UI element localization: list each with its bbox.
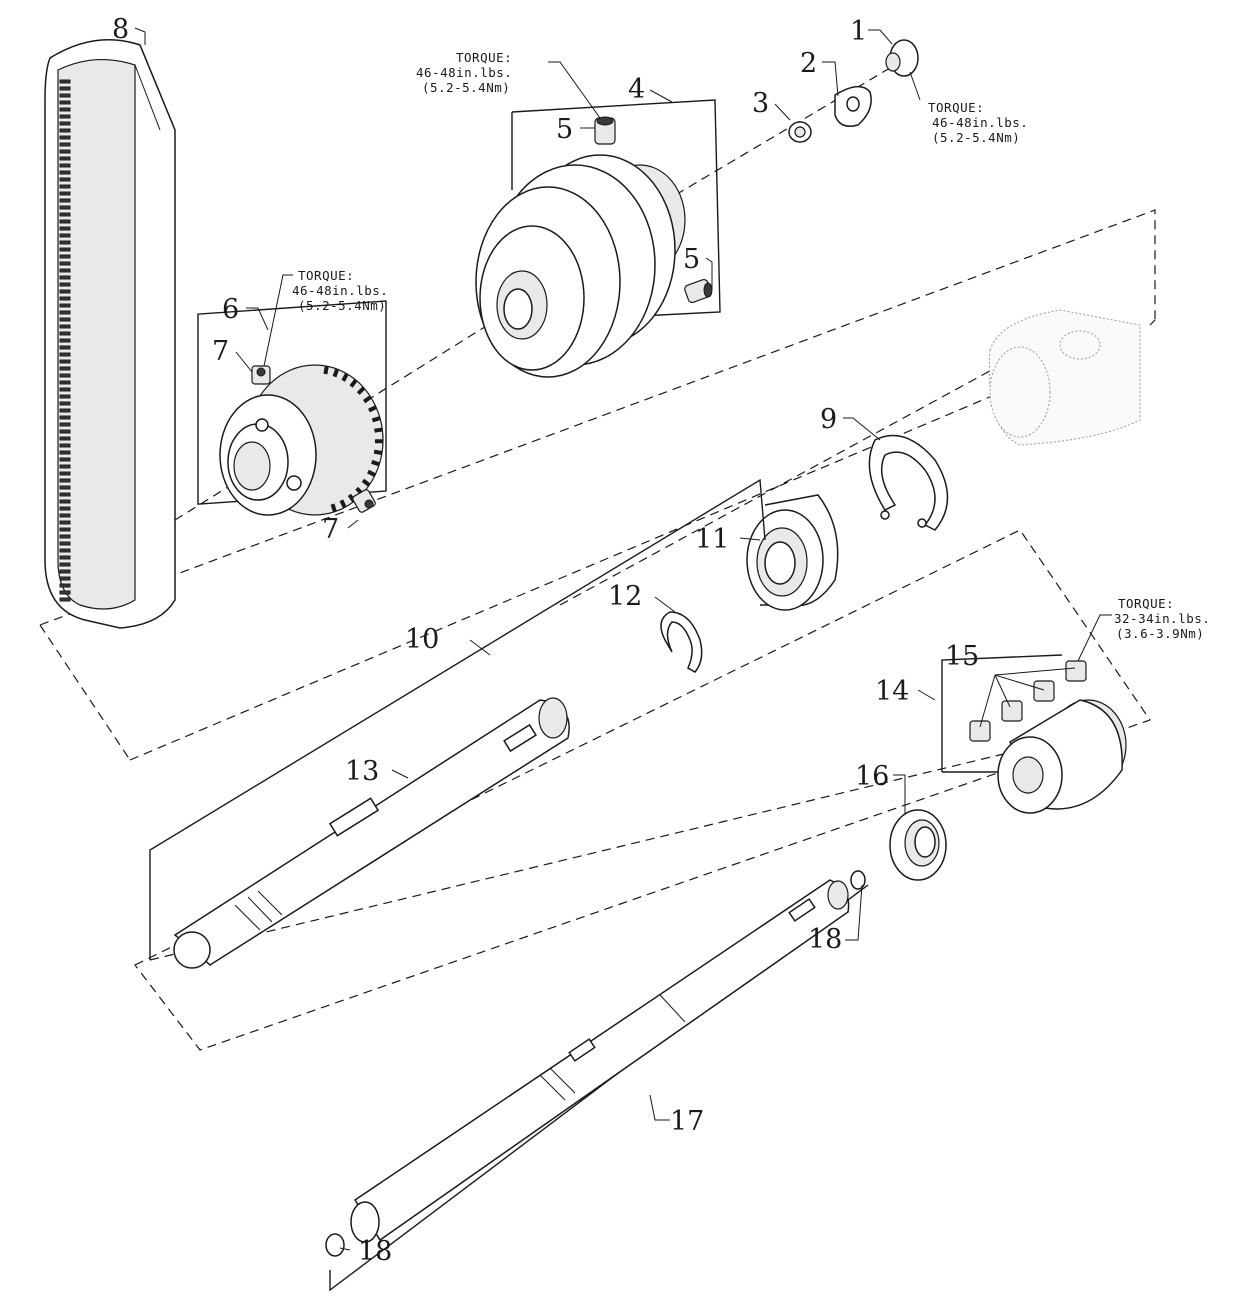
callout-4: 4 bbox=[628, 74, 645, 105]
callout-14: 14 bbox=[875, 676, 909, 707]
callout-9: 9 bbox=[820, 404, 837, 435]
torque-note-clutch: TORQUE: 46-48in.lbs. (5.2-5.4Nm) bbox=[416, 50, 512, 95]
callout-3: 3 bbox=[752, 88, 769, 119]
callout-7-top: 7 bbox=[212, 336, 229, 367]
svg-text:(3.6-3.9Nm): (3.6-3.9Nm) bbox=[1116, 626, 1204, 641]
torque-note-pulley: TORQUE: 46-48in.lbs. (5.2-5.4Nm) bbox=[292, 268, 388, 313]
svg-text:TORQUE:: TORQUE: bbox=[1118, 596, 1174, 611]
svg-text:TORQUE:: TORQUE: bbox=[298, 268, 354, 283]
callout-12: 12 bbox=[608, 581, 642, 612]
callout-1: 1 bbox=[850, 16, 867, 47]
svg-text:(5.2-5.4Nm): (5.2-5.4Nm) bbox=[298, 298, 386, 313]
callout-7-bottom: 7 bbox=[322, 514, 339, 545]
callout-18-upper: 18 bbox=[808, 924, 842, 955]
callout-5-top: 5 bbox=[556, 114, 573, 145]
callout-5-side: 5 bbox=[683, 244, 700, 275]
assembly-envelope-lower bbox=[134, 529, 1151, 1051]
svg-text:TORQUE:: TORQUE: bbox=[928, 100, 984, 115]
svg-text:TORQUE:: TORQUE: bbox=[456, 50, 512, 65]
callout-6: 6 bbox=[222, 294, 239, 325]
housing-ghost bbox=[988, 309, 1141, 446]
snap-ring-12 bbox=[660, 611, 703, 673]
retaining-hardware bbox=[788, 39, 919, 143]
assembly-envelope-upper bbox=[39, 209, 1156, 761]
shaft-17 bbox=[325, 870, 869, 1292]
collar-assembly bbox=[941, 654, 1127, 814]
svg-text:(5.2-5.4Nm): (5.2-5.4Nm) bbox=[932, 130, 1020, 145]
snap-ring-9 bbox=[868, 434, 949, 531]
svg-text:46-48in.lbs.: 46-48in.lbs. bbox=[292, 283, 388, 298]
callout-15: 15 bbox=[945, 641, 979, 672]
pulley-assembly bbox=[197, 300, 387, 516]
seal-16 bbox=[889, 809, 947, 881]
shaft-13 bbox=[149, 478, 766, 969]
callout-17: 17 bbox=[670, 1106, 704, 1137]
callout-2: 2 bbox=[800, 48, 817, 79]
svg-text:46-48in.lbs.: 46-48in.lbs. bbox=[932, 115, 1028, 130]
bearing-11 bbox=[746, 494, 839, 611]
callout-18-lower: 18 bbox=[358, 1236, 392, 1267]
callout-13: 13 bbox=[345, 756, 379, 787]
torque-note-collar: TORQUE: 32-34in.lbs. (3.6-3.9Nm) bbox=[1114, 596, 1210, 641]
leader-lines bbox=[134, 27, 1112, 1251]
svg-text:(5.2-5.4Nm): (5.2-5.4Nm) bbox=[422, 80, 510, 95]
callout-10: 10 bbox=[405, 624, 439, 655]
callout-labels: 8 1 2 3 4 5 5 6 7 7 9 10 11 12 13 14 15 … bbox=[112, 14, 979, 1267]
torque-note-retainer: TORQUE: 46-48in.lbs. (5.2-5.4Nm) bbox=[928, 100, 1028, 145]
svg-text:46-48in.lbs.: 46-48in.lbs. bbox=[416, 65, 512, 80]
callout-16: 16 bbox=[855, 761, 889, 792]
callout-11: 11 bbox=[695, 524, 729, 555]
callout-8: 8 bbox=[112, 14, 129, 45]
svg-text:32-34in.lbs.: 32-34in.lbs. bbox=[1114, 611, 1210, 626]
timing-belt bbox=[44, 39, 176, 629]
clutch-assembly bbox=[475, 99, 721, 378]
